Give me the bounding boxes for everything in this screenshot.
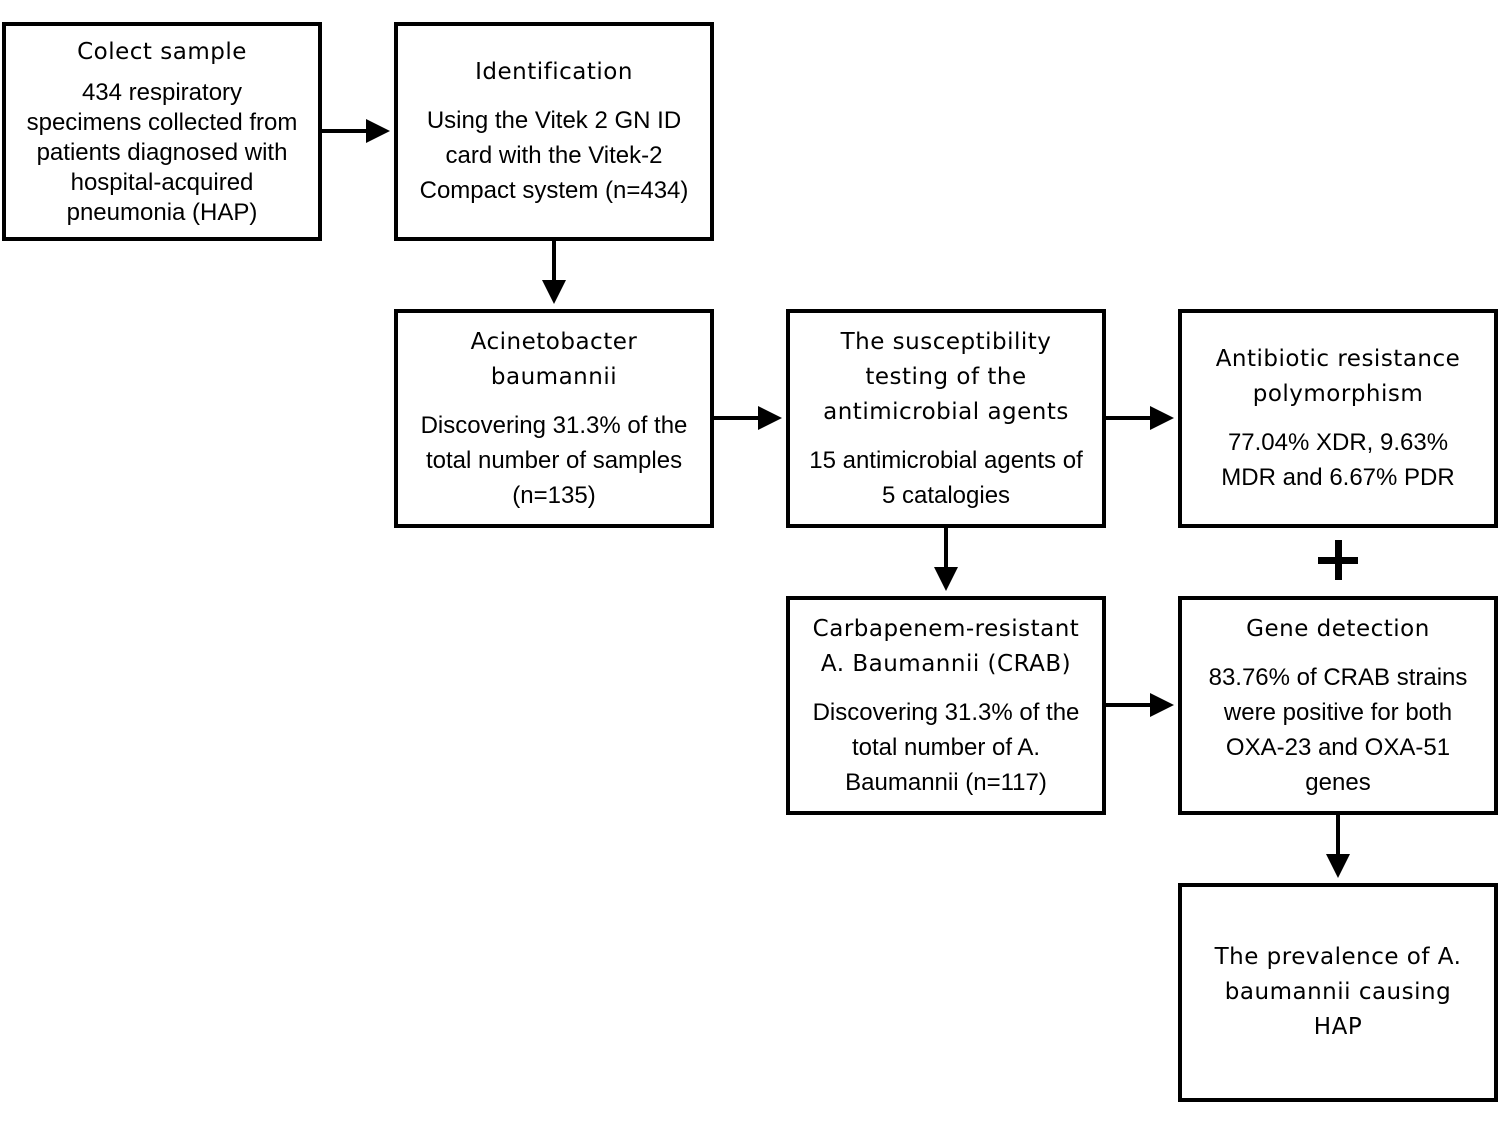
collect-line: patients diagnosed with: [36, 139, 288, 166]
acinetobacter-title: Acinetobacter baumannii: [471, 325, 638, 395]
resistance-line: MDR and 6.67% PDR: [1221, 464, 1455, 491]
plus-icon: [1318, 540, 1358, 580]
crab-title: Carbapenem-resistant A. Baumannii (CRAB): [813, 612, 1080, 682]
collect-line: 434 respiratory: [81, 79, 243, 106]
gene-line: were positive for both: [1223, 698, 1453, 726]
gene-detection-title: Gene detection: [1246, 615, 1430, 642]
collect-line: pneumonia (HAP): [66, 199, 258, 226]
resistance-title-line: Antibiotic resistance: [1215, 346, 1461, 372]
crab-line: Baumannii (n=117): [845, 768, 1047, 796]
prevalence-title-line: The prevalence of A.: [1214, 944, 1462, 970]
resistance-text: 77.04% XDR, 9.63% MDR and 6.67% PDR: [1221, 425, 1454, 495]
acinetobacter-box: Acinetobacter baumannii Discovering 31.3…: [394, 309, 714, 528]
crab-title-line: A. Baumannii (CRAB): [820, 650, 1072, 677]
gene-line: 83.76% of CRAB strains: [1208, 663, 1468, 691]
acinetobacter-text: Discovering 31.3% of the total number of…: [421, 408, 688, 513]
gene-detection-text: 83.76% of CRAB strains were positive for…: [1209, 660, 1468, 800]
collect-sample-text: 434 respiratory specimens collected from…: [27, 78, 298, 228]
crab-text: Discovering 31.3% of the total number of…: [813, 695, 1080, 800]
susceptibility-title-line: testing of the: [865, 363, 1027, 390]
crab-box: Carbapenem-resistant A. Baumannii (CRAB)…: [786, 596, 1106, 815]
identification-line: Using the Vitek 2 GN ID: [426, 107, 682, 134]
resistance-title-line: polymorphism: [1252, 381, 1424, 407]
collect-sample-title: Colect sample: [77, 39, 247, 65]
susceptibility-title: The susceptibility testing of the antimi…: [823, 325, 1069, 430]
identification-box: Identification Using the Vitek 2 GN ID c…: [394, 22, 714, 241]
susceptibility-text: 15 antimicrobial agents of 5 catalogies: [809, 443, 1083, 513]
collect-line: specimens collected from: [26, 109, 298, 136]
identification-line: Compact system (n=434): [419, 177, 689, 204]
collect-sample-box: Colect sample 434 respiratory specimens …: [2, 22, 322, 241]
susceptibility-line: 15 antimicrobial agents of: [809, 446, 1083, 474]
acinetobacter-line: Discovering 31.3% of the: [420, 411, 688, 439]
susceptibility-title-line: The susceptibility: [840, 328, 1052, 355]
acinetobacter-title-line: Acinetobacter: [470, 328, 638, 355]
prevalence-title-line: HAP: [1313, 1014, 1363, 1040]
identification-line: card with the Vitek-2: [445, 142, 663, 169]
resistance-title: Antibiotic resistance polymorphism: [1216, 342, 1461, 412]
susceptibility-line: 5 catalogies: [881, 481, 1011, 509]
prevalence-title: The prevalence of A. baumannii causing H…: [1215, 940, 1462, 1045]
identification-text: Using the Vitek 2 GN ID card with the Vi…: [420, 103, 689, 208]
collect-line: hospital-acquired: [70, 169, 254, 196]
acinetobacter-line: (n=135): [512, 481, 596, 509]
acinetobacter-title-line: baumannii: [490, 363, 618, 390]
prevalence-box: The prevalence of A. baumannii causing H…: [1178, 883, 1498, 1102]
crab-line: total number of A.: [851, 733, 1041, 761]
crab-title-line: Carbapenem-resistant: [812, 615, 1080, 642]
susceptibility-box: The susceptibility testing of the antimi…: [786, 309, 1106, 528]
gene-line: OXA-23 and OXA-51: [1225, 733, 1451, 761]
resistance-line: 77.04% XDR, 9.63%: [1227, 429, 1449, 456]
susceptibility-title-line: antimicrobial agents: [823, 398, 1069, 425]
resistance-box: Antibiotic resistance polymorphism 77.04…: [1178, 309, 1498, 528]
prevalence-title-line: baumannii causing: [1224, 979, 1452, 1005]
acinetobacter-line: total number of samples: [425, 446, 683, 474]
crab-line: Discovering 31.3% of the: [812, 698, 1080, 726]
plus-vertical-bar: [1335, 540, 1342, 580]
identification-title: Identification: [475, 59, 633, 85]
gene-detection-box: Gene detection 83.76% of CRAB strains we…: [1178, 596, 1498, 815]
gene-line: genes: [1305, 768, 1371, 796]
